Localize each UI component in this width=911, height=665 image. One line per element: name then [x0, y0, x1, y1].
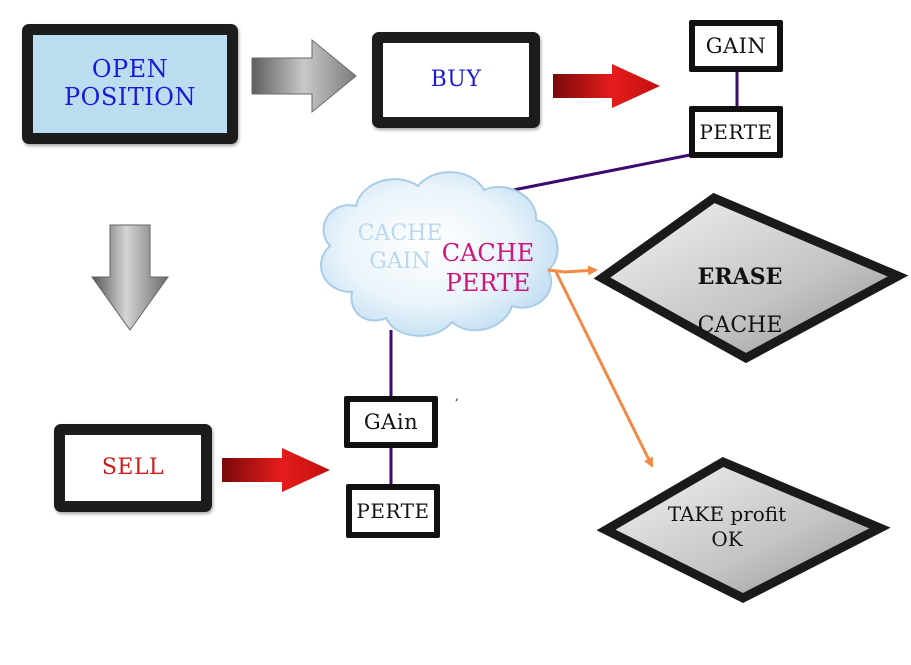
gain-top-node[interactable]: GAIN — [689, 20, 783, 72]
arrow-open-to-buy — [251, 38, 357, 114]
perte-top-label: PERTE — [699, 119, 773, 144]
cache-gain-label: CACHE GAIN — [357, 221, 443, 274]
open-position-node[interactable]: OPEN POSITION — [22, 24, 238, 144]
sell-label: SELL — [101, 455, 165, 481]
cache-perte-label: CACHE PERTE — [441, 239, 535, 297]
take-profit-label[interactable]: TAKE profit OK — [667, 502, 787, 551]
open-position-label: OPEN POSITION — [64, 55, 196, 111]
perte-top-node[interactable]: PERTE — [689, 106, 783, 158]
cache-label: CACHE — [697, 312, 783, 338]
take-profit-diamond — [596, 456, 891, 604]
gain-bottom-label: GAin — [363, 409, 419, 434]
arrow-cloud-to-take-profit — [554, 271, 654, 468]
perte-bottom-node[interactable]: PERTE — [346, 484, 440, 538]
erase-label: ERASE — [697, 264, 783, 290]
arrow-down — [91, 224, 169, 331]
arrow-sell-to-result — [222, 448, 330, 492]
sell-node[interactable]: SELL — [54, 424, 212, 512]
stray-mark: , — [455, 389, 459, 403]
arrow-buy-to-result — [553, 64, 660, 108]
cache-cloud — [320, 171, 559, 337]
arrow-cloud-to-erase — [547, 265, 598, 276]
erase-cache-text[interactable]: ERASE CACHE — [660, 244, 820, 359]
buy-node[interactable]: BUY — [372, 32, 540, 128]
gain-top-label: GAIN — [705, 33, 767, 58]
gain-bottom-node[interactable]: GAin — [344, 396, 438, 448]
erase-cache-diamond — [593, 192, 909, 364]
perte-bottom-label: PERTE — [356, 498, 430, 523]
buy-label: BUY — [430, 67, 482, 93]
